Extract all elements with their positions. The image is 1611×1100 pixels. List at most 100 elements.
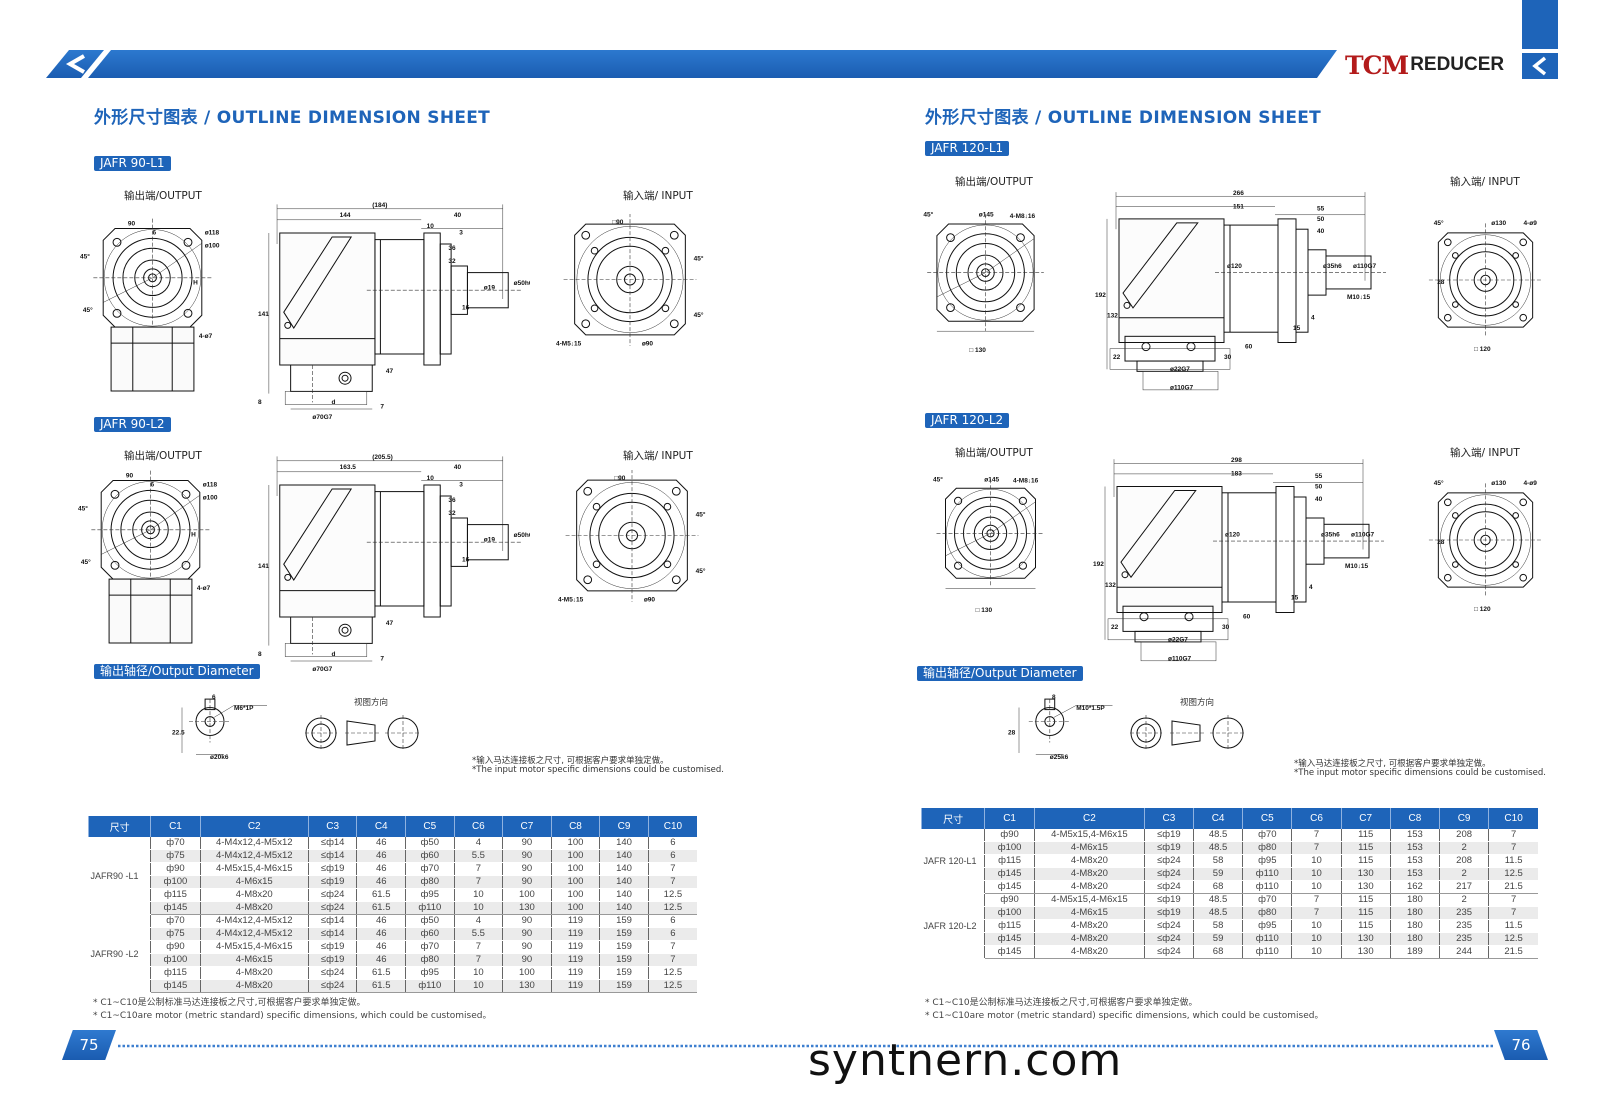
dimension-label: 151 xyxy=(1233,203,1244,210)
dimension-label: 10 xyxy=(427,223,435,230)
dimension-label: 45° xyxy=(694,311,704,319)
column-header: C8 xyxy=(1389,808,1440,829)
table-cell: 100 xyxy=(550,849,600,863)
watermark: syntnern.com xyxy=(808,1035,1123,1086)
dimension-label: 16 xyxy=(462,556,470,563)
table-cell: ≤ф24 xyxy=(1143,919,1194,933)
dimension-label: 45° xyxy=(933,475,943,483)
header-band xyxy=(46,0,1558,79)
table-cell: ф115 xyxy=(150,966,201,980)
dimension-label: 8 xyxy=(258,651,262,658)
dimension-label: H xyxy=(193,279,198,286)
section-badge: JAFR 90-L2 xyxy=(94,417,171,432)
table-cell: 115 xyxy=(1340,906,1391,920)
table-cell: ф80 xyxy=(1242,841,1292,855)
view-direction-label: 视图方向 xyxy=(354,698,389,708)
table-cell: ф100 xyxy=(984,841,1035,855)
dimension-label: 8 xyxy=(258,399,262,406)
table-cell: ф110 xyxy=(1242,945,1292,959)
table-cell: ф75 xyxy=(150,927,201,941)
table-cell: 10 xyxy=(453,979,503,993)
dimension-label: ø110G7 xyxy=(1353,263,1377,270)
output-shaft-section xyxy=(1018,698,1113,755)
dimension-label: 28 xyxy=(1437,539,1445,546)
note-cn: *输入马达连接板之尺寸, 可根据客户要求单独定做。 xyxy=(472,756,669,766)
column-header: C1 xyxy=(984,808,1035,829)
table-cell: 119 xyxy=(550,979,600,993)
table-cell: ф50 xyxy=(405,837,455,850)
dimension-label: □90 xyxy=(612,219,624,226)
dimension-label: 141 xyxy=(258,563,269,570)
dimension-label: 6 xyxy=(212,694,216,701)
table-cell: ≤ф24 xyxy=(1143,945,1194,959)
table-cell: ≤ф24 xyxy=(307,888,357,902)
table-cell: 153 xyxy=(1389,841,1440,855)
table-cell: 12.5 xyxy=(647,888,697,902)
input-view-label: 输入端/ INPUT xyxy=(623,450,693,462)
dimension-label: 3 xyxy=(459,482,463,489)
table-cell: 48.5 xyxy=(1192,906,1243,920)
column-header: C4 xyxy=(1192,808,1243,829)
dimension-label: ø90 xyxy=(644,597,656,604)
table-cell: 59 xyxy=(1192,932,1243,946)
output-diameter-badge: 输出轴径/Output Diameter xyxy=(917,666,1083,681)
dimension-label: 90 xyxy=(126,472,134,479)
table-cell: ф110 xyxy=(1242,867,1292,881)
table-cell: 130 xyxy=(502,901,552,915)
table-cell: ф80 xyxy=(1242,906,1292,920)
table-cell: 7 xyxy=(1291,893,1342,907)
table-cell: 21.5 xyxy=(1488,945,1538,959)
table-cell: ф95 xyxy=(1242,919,1292,933)
table-cell: 46 xyxy=(356,940,406,954)
table-cell: 4-M8x20 xyxy=(1034,945,1145,959)
table-cell: 90 xyxy=(502,914,552,928)
table-cell: 90 xyxy=(502,940,552,954)
table-cell: 10 xyxy=(453,888,503,902)
column-header: C5 xyxy=(1242,808,1292,829)
dimension-label: 28 xyxy=(1008,730,1016,737)
table-cell: 235 xyxy=(1438,932,1489,946)
column-header: C7 xyxy=(502,816,552,837)
dimension-label: 60 xyxy=(1245,344,1253,351)
table-cell: ≤ф14 xyxy=(307,849,357,863)
dimension-label: 298 xyxy=(1231,457,1242,464)
flange-view xyxy=(936,479,1045,589)
nav-chevron-icon[interactable] xyxy=(1532,56,1547,76)
dimension-label: ø22G7 xyxy=(1170,366,1190,373)
table-cell: 159 xyxy=(599,914,649,928)
side-view-drawing: (205.5)163.5104033632ø19ø50h6161418dø70G… xyxy=(258,454,530,672)
dimension-label: 4-ø7 xyxy=(199,333,213,340)
table-cell: 140 xyxy=(599,837,649,850)
dimension-label: 4-M5↓15 xyxy=(558,597,584,604)
dimension-label: 132 xyxy=(1105,582,1116,589)
table-cell: 217 xyxy=(1438,880,1489,894)
dimension-label: 4 xyxy=(1309,584,1313,591)
table-cell: 153 xyxy=(1389,829,1440,842)
dimension-label: □ 120 xyxy=(1474,346,1491,352)
table-cell: ≤ф19 xyxy=(307,940,357,954)
dimension-label: ø100 xyxy=(203,494,218,501)
output-view-label: 输出端/OUTPUT xyxy=(124,190,202,202)
dimension-label: (205.5) xyxy=(372,454,393,461)
table-cell: 46 xyxy=(356,953,406,967)
table-cell: ф110 xyxy=(405,979,455,993)
dimension-label: 60 xyxy=(1243,614,1251,621)
back-chevron-icon[interactable] xyxy=(65,54,85,74)
page-number-left: 75 xyxy=(62,1030,116,1060)
table-cell: 115 xyxy=(1340,841,1391,855)
note-cn: *输入马达连接板之尺寸, 可根据客户要求单独定做。 xyxy=(1294,759,1491,769)
table-cell: 48.5 xyxy=(1192,829,1243,842)
table-cell: ф70 xyxy=(1242,829,1292,842)
section-badge: JAFR 90-L1 xyxy=(94,156,171,171)
dimension-label: ø70G7 xyxy=(312,666,332,672)
table-cell: 100 xyxy=(502,966,552,980)
table-cell: 159 xyxy=(599,940,649,954)
dimension-label: 183 xyxy=(1231,471,1242,478)
page-number-right: 76 xyxy=(1494,1030,1548,1060)
